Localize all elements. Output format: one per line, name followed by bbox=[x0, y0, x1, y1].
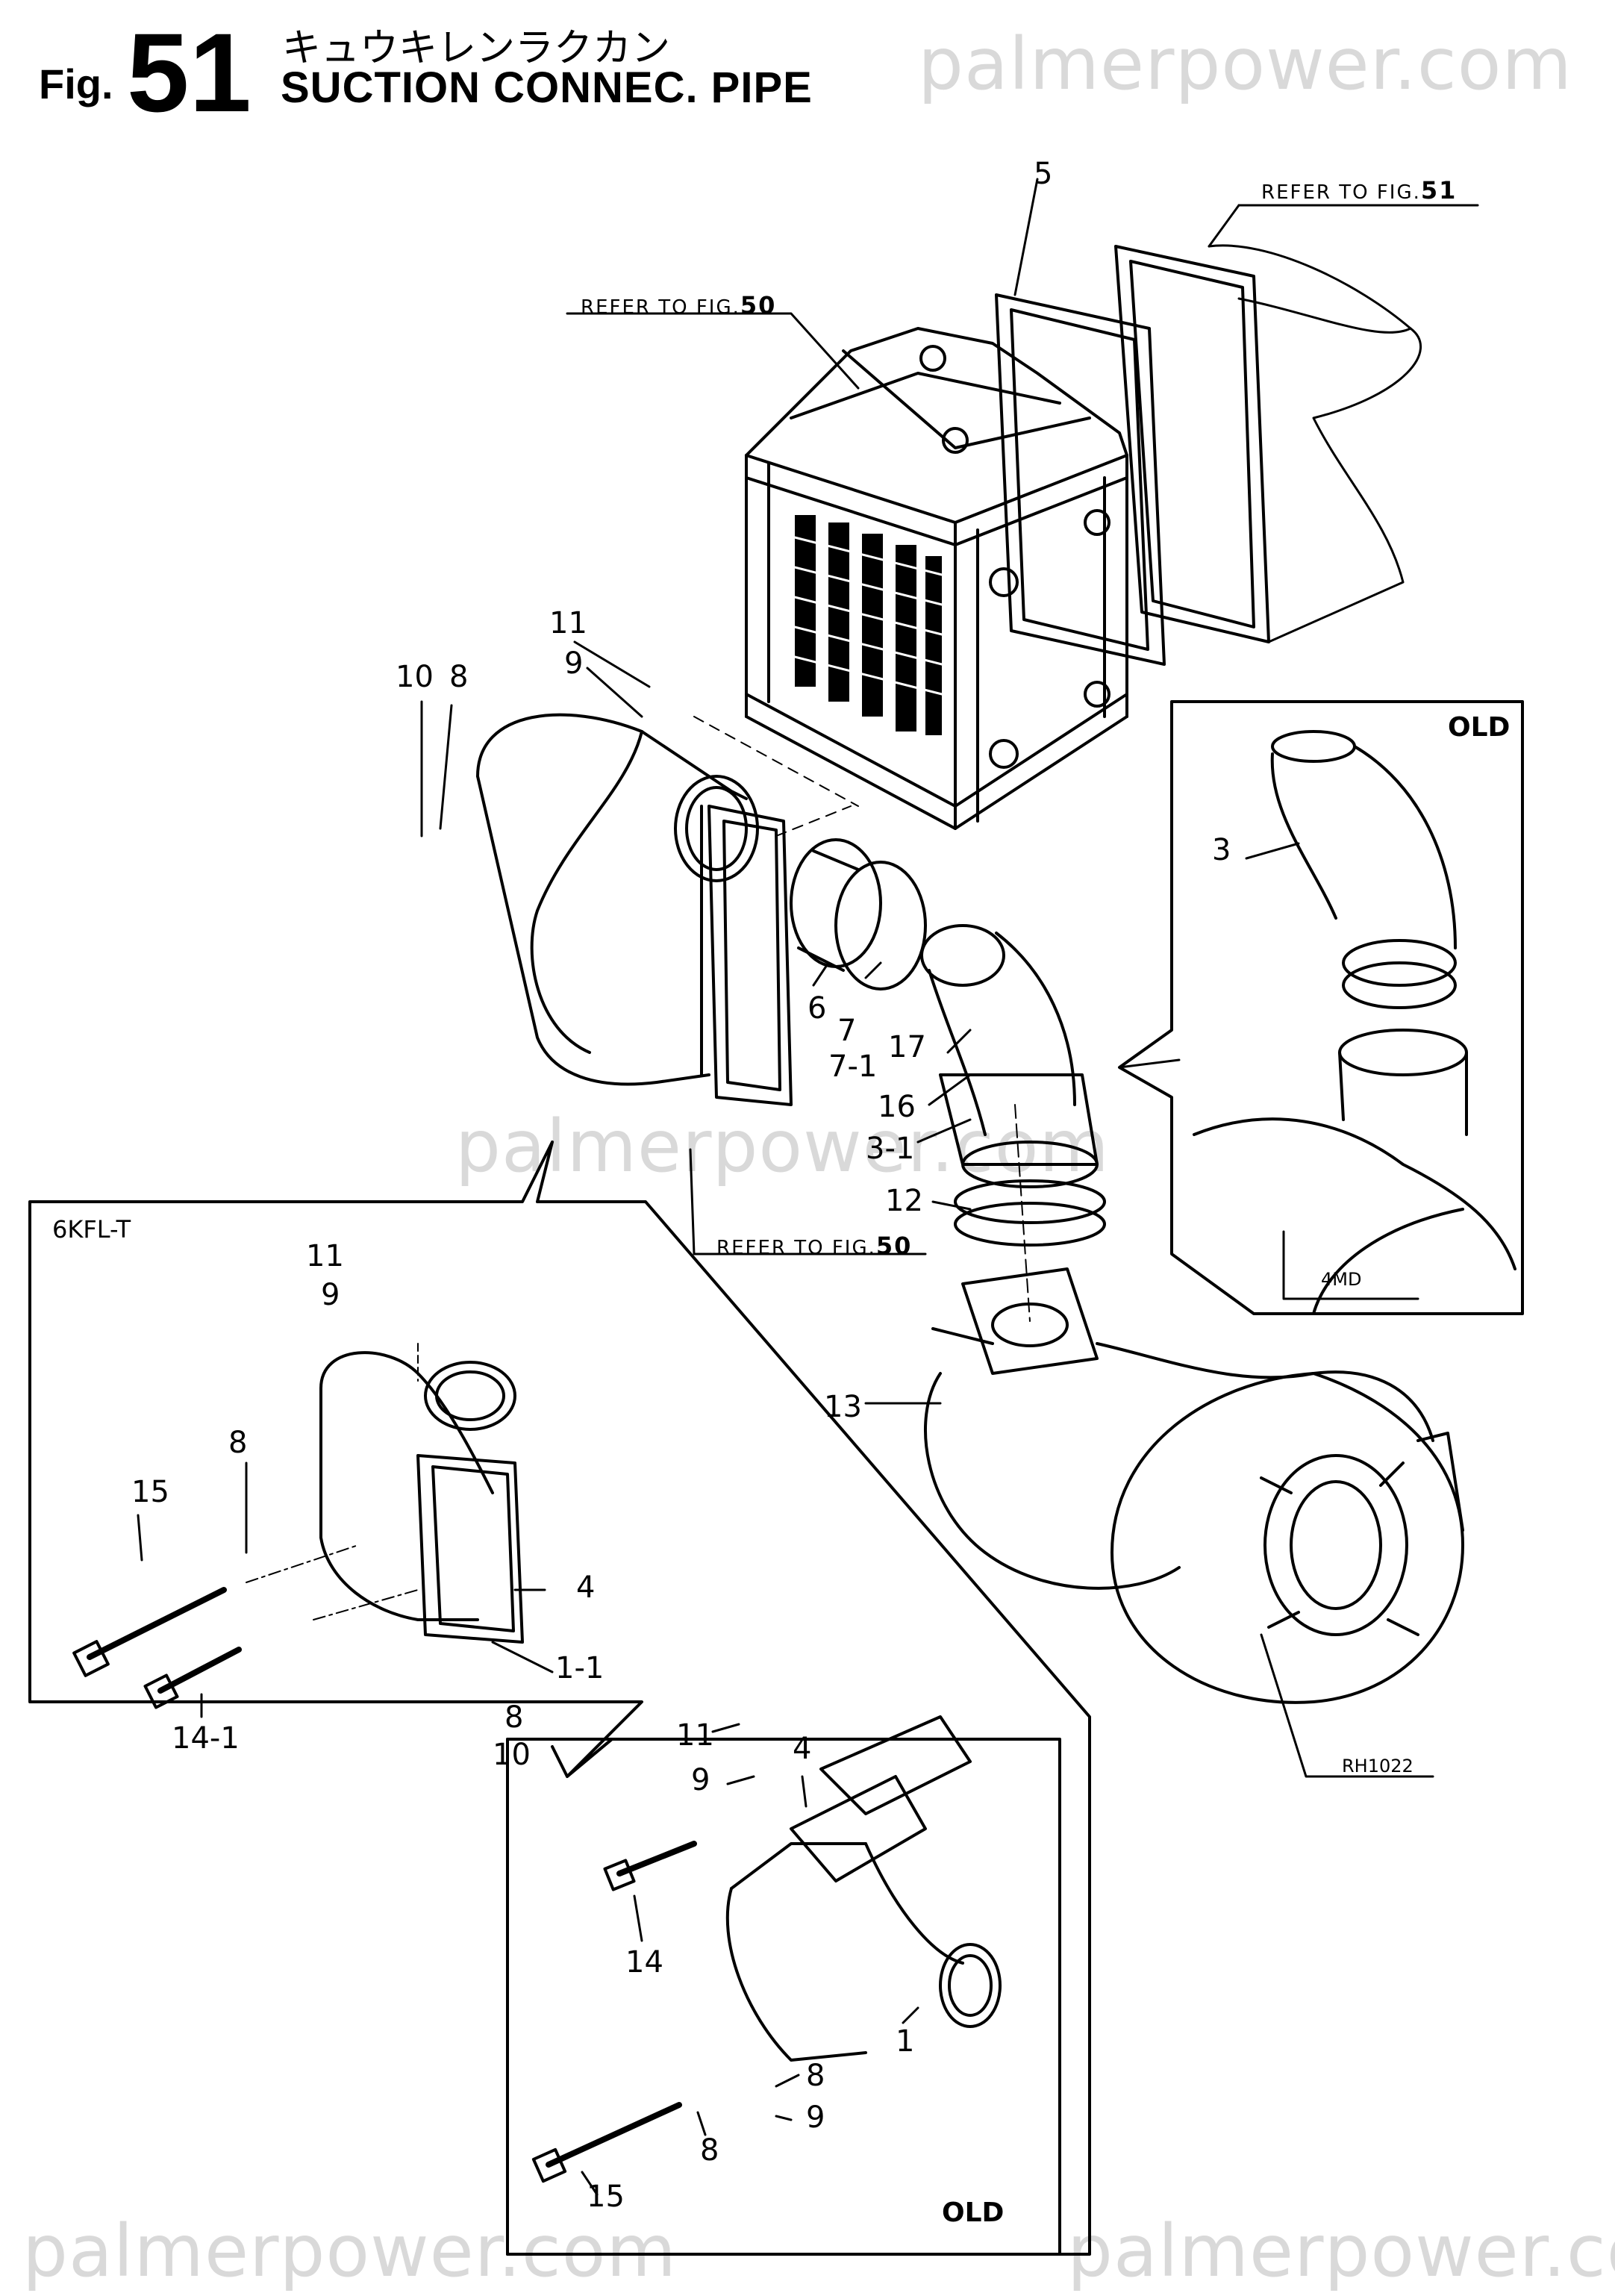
part-label-13: 13 bbox=[824, 1390, 862, 1424]
old-part-label-4: 4 bbox=[793, 1732, 812, 1766]
watermark-middle: palmerpower.com bbox=[455, 1105, 1110, 1188]
variant-part-label-8: 8 bbox=[228, 1426, 248, 1460]
gasket-5-outline bbox=[995, 293, 1166, 666]
inlet-elbow-housing bbox=[476, 713, 793, 1106]
refer-to-fig-50-top: REFER TO FIG.50 bbox=[581, 291, 777, 319]
housing-bolts bbox=[919, 345, 1110, 769]
figure-number: 51 bbox=[127, 10, 252, 135]
drawing-code: RH1022 bbox=[1342, 1756, 1413, 1776]
part-label-17: 17 bbox=[888, 1030, 926, 1064]
old-part-label-1: 1 bbox=[896, 2024, 915, 2059]
variant-part-label-10: 10 bbox=[493, 1738, 531, 1772]
variant-part-label-11: 11 bbox=[306, 1239, 344, 1273]
bolt-14-1-outline bbox=[143, 1647, 242, 1709]
old-panel-bottom-frame bbox=[506, 1738, 1061, 2256]
old-bolt-14-outline bbox=[603, 1841, 697, 1891]
old-elbow-outline bbox=[725, 1715, 1002, 2062]
part-label-6: 6 bbox=[808, 991, 827, 1026]
turbocharger-outline bbox=[924, 1267, 1464, 1704]
variant-label: 6KFL-T bbox=[52, 1215, 131, 1244]
old-part-label-8-right: 8 bbox=[806, 2059, 825, 2093]
refer-to-fig-50-bottom: REFER TO FIG.50 bbox=[716, 1232, 913, 1260]
old-part-label-8-lower: 8 bbox=[700, 2133, 719, 2168]
elbow-pipe-3-1-outline bbox=[920, 924, 1099, 1188]
old-bolt-15-outline bbox=[531, 2102, 682, 2183]
part-label-3-1: 3-1 bbox=[866, 1132, 915, 1166]
o-rings-12 bbox=[954, 1179, 1106, 1247]
watermark-top: palmerpower.com bbox=[918, 22, 1572, 106]
variant-part-label-9: 9 bbox=[321, 1278, 340, 1312]
part-label-5: 5 bbox=[1034, 157, 1053, 191]
variant-part-label-15: 15 bbox=[131, 1475, 169, 1509]
hose-6-7-outline bbox=[790, 838, 927, 991]
old-part-label-9-lower: 9 bbox=[806, 2100, 825, 2135]
watermark-bottom-right: palmerpower.com bbox=[1067, 2209, 1615, 2293]
part-label-9: 9 bbox=[564, 646, 584, 681]
variant-part-label-1-1: 1-1 bbox=[555, 1651, 605, 1685]
figure-title-japanese: キュウキレンラクカン bbox=[282, 26, 671, 71]
variant-part-label-4: 4 bbox=[576, 1570, 596, 1605]
part-label-7-1: 7-1 bbox=[828, 1049, 878, 1084]
old-label-top: OLD bbox=[1448, 712, 1511, 743]
part-label-10: 10 bbox=[396, 660, 434, 694]
part-label-8: 8 bbox=[449, 660, 469, 694]
old-label-bottom: OLD bbox=[942, 2197, 1005, 2228]
cover-plate-outline bbox=[1114, 244, 1422, 643]
part-label-16: 16 bbox=[878, 1090, 916, 1124]
model-label: 4MD bbox=[1321, 1269, 1362, 1290]
variant-part-label-8-lower: 8 bbox=[505, 1700, 524, 1735]
variant-elbow-outline bbox=[319, 1351, 524, 1644]
leader-lines bbox=[137, 640, 1434, 2196]
old-part-label-11: 11 bbox=[676, 1718, 714, 1753]
cooler-core-fins bbox=[795, 515, 942, 735]
refer-to-fig-51: REFER TO FIG.51 bbox=[1261, 176, 1458, 205]
cooler-core-fin-lines bbox=[793, 536, 943, 696]
old-panel-top-frame bbox=[1118, 700, 1524, 1315]
figure-title: SUCTION CONNEC. PIPE bbox=[281, 63, 813, 112]
old-part-label-9: 9 bbox=[691, 1763, 710, 1797]
variant-panel-frame bbox=[28, 1141, 1091, 2256]
figure-prefix: Fig. bbox=[39, 60, 113, 107]
old-panel-elbow-outline bbox=[1193, 730, 1516, 1315]
turbo-studs bbox=[1260, 1461, 1419, 1636]
part-label-7: 7 bbox=[837, 1014, 857, 1048]
variant-part-label-14-1: 14-1 bbox=[172, 1721, 240, 1756]
part-label-12: 12 bbox=[885, 1184, 923, 1218]
bolt-15-outline bbox=[72, 1587, 227, 1677]
part-label-11: 11 bbox=[549, 606, 587, 640]
part-label-3: 3 bbox=[1212, 833, 1231, 867]
old-part-label-15: 15 bbox=[587, 2180, 625, 2214]
air-cooler-housing bbox=[745, 327, 1128, 830]
old-part-label-14: 14 bbox=[625, 1945, 663, 1980]
watermark-bottom-left: palmerpower.com bbox=[22, 2209, 677, 2293]
